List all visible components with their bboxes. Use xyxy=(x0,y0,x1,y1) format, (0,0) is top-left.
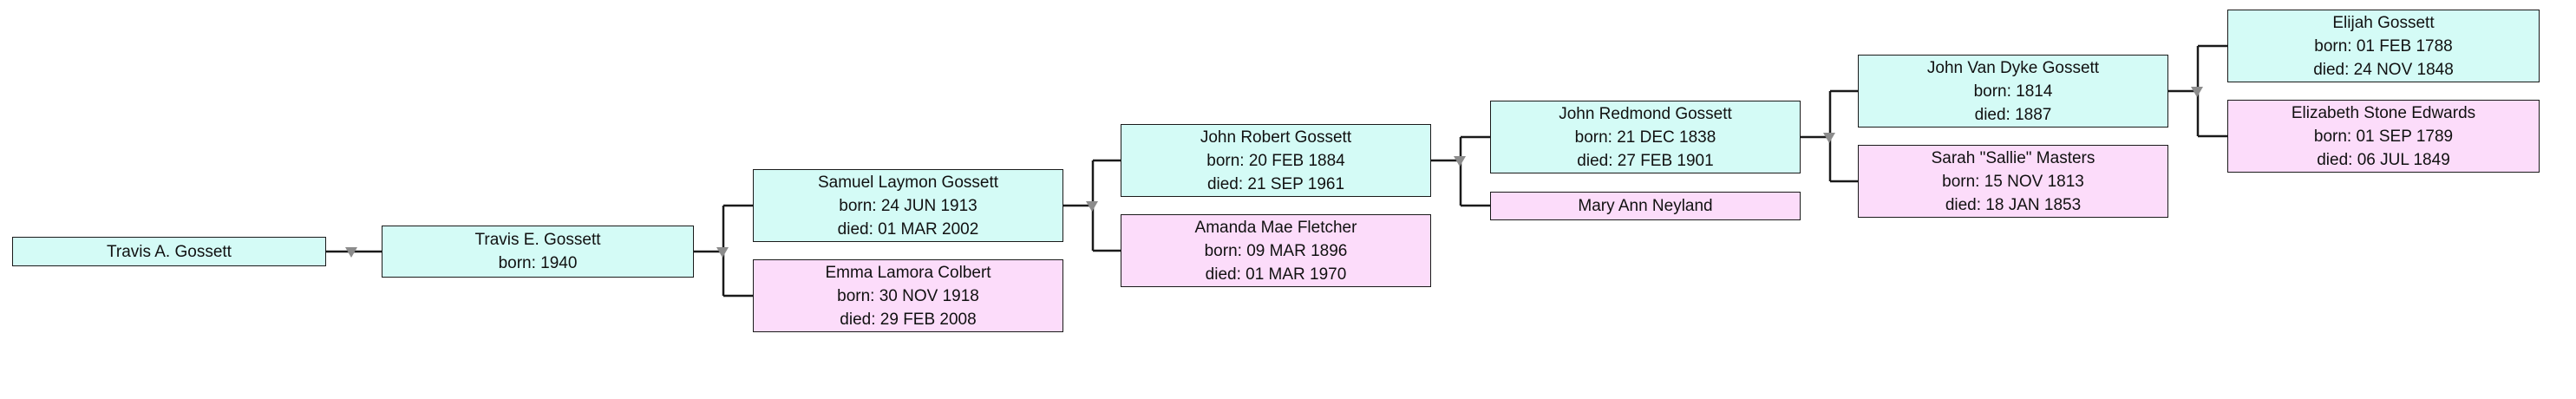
person-box-amanda-mae-fletcher[interactable]: Amanda Mae Fletcher born: 09 MAR 1896 di… xyxy=(1121,214,1431,287)
person-box-emma-lamora-colbert[interactable]: Emma Lamora Colbert born: 30 NOV 1918 di… xyxy=(753,259,1063,332)
death-date: died: 24 NOV 1848 xyxy=(2313,60,2454,79)
death-date: died: 01 MAR 2002 xyxy=(837,219,979,239)
person-box-elijah-gossett[interactable]: Elijah Gossett born: 01 FEB 1788 died: 2… xyxy=(2227,10,2540,82)
person-name: John Robert Gossett xyxy=(1200,128,1352,147)
person-box-mary-ann-neyland[interactable]: Mary Ann Neyland xyxy=(1490,192,1801,220)
person-name: Elizabeth Stone Edwards xyxy=(2291,103,2476,122)
person-box-john-van-dyke-gossett[interactable]: John Van Dyke Gossett born: 1814 died: 1… xyxy=(1858,55,2168,128)
person-box-john-redmond-gossett[interactable]: John Redmond Gossett born: 21 DEC 1838 d… xyxy=(1490,101,1801,173)
person-box-john-robert-gossett[interactable]: John Robert Gossett born: 20 FEB 1884 di… xyxy=(1121,124,1431,197)
person-name: John Van Dyke Gossett xyxy=(1926,58,2100,77)
death-date: died: 29 FEB 2008 xyxy=(840,310,977,329)
person-name: John Redmond Gossett xyxy=(1559,104,1732,123)
expand-toggle-icon[interactable] xyxy=(1823,133,1835,143)
person-box-elizabeth-stone-edwards[interactable]: Elizabeth Stone Edwards born: 01 SEP 178… xyxy=(2227,100,2540,173)
person-name: Travis E. Gossett xyxy=(474,231,601,249)
expand-toggle-icon[interactable] xyxy=(345,247,357,258)
birth-date: born: 30 NOV 1918 xyxy=(837,286,979,305)
connector-line xyxy=(1431,135,1490,207)
birth-date: born: 1814 xyxy=(1973,82,2053,101)
death-date: died: 27 FEB 1901 xyxy=(1577,151,1714,170)
birth-date: born: 24 JUN 1913 xyxy=(839,196,977,215)
death-date: died: 1887 xyxy=(1974,105,2052,124)
birth-date: born: 20 FEB 1884 xyxy=(1206,151,1345,170)
person-name: Amanda Mae Fletcher xyxy=(1194,218,1357,237)
death-date: died: 18 JAN 1853 xyxy=(1945,195,2082,214)
death-date: died: 06 JUL 1849 xyxy=(2317,150,2450,169)
birth-date: born: 15 NOV 1813 xyxy=(1942,172,2084,191)
person-name: Emma Lamora Colbert xyxy=(825,263,991,282)
birth-date: born: 01 FEB 1788 xyxy=(2314,36,2453,56)
person-name: Travis A. Gossett xyxy=(107,242,232,261)
person-name: Mary Ann Neyland xyxy=(1578,197,1713,215)
birth-date: born: 1940 xyxy=(498,254,578,272)
expand-toggle-icon[interactable] xyxy=(2191,87,2203,97)
birth-date: born: 01 SEP 1789 xyxy=(2313,127,2454,146)
person-name: Sarah "Sallie" Masters xyxy=(1931,148,2095,167)
person-box-travis-e-gossett[interactable]: Travis E. Gossett born: 1940 xyxy=(382,226,694,278)
expand-toggle-icon[interactable] xyxy=(716,247,729,258)
birth-date: born: 21 DEC 1838 xyxy=(1574,128,1716,147)
birth-date: born: 09 MAR 1896 xyxy=(1204,241,1348,260)
expand-toggle-icon[interactable] xyxy=(1454,156,1466,167)
person-box-sarah-sallie-masters[interactable]: Sarah "Sallie" Masters born: 15 NOV 1813… xyxy=(1858,145,2168,218)
expand-toggle-icon[interactable] xyxy=(1086,201,1098,212)
person-name: Samuel Laymon Gossett xyxy=(817,173,999,192)
person-name: Elijah Gossett xyxy=(2332,13,2435,32)
person-box-samuel-laymon-gossett[interactable]: Samuel Laymon Gossett born: 24 JUN 1913 … xyxy=(753,169,1063,242)
death-date: died: 01 MAR 1970 xyxy=(1205,265,1347,284)
person-box-travis-a-gossett[interactable]: Travis A. Gossett xyxy=(12,237,326,266)
death-date: died: 21 SEP 1961 xyxy=(1206,174,1345,193)
